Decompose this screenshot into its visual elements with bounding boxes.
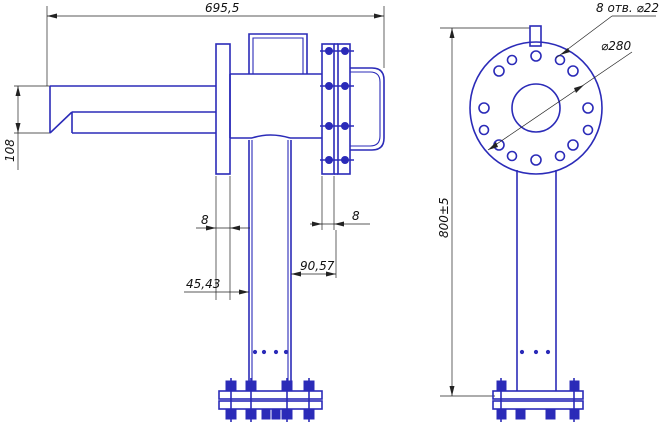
front-bottom-bolt — [545, 408, 556, 420]
dim-gap-left: 8 — [196, 176, 250, 300]
flange-bolt — [320, 47, 354, 55]
dim-holes: 8 отв. ⌀22 — [555, 1, 659, 59]
offset-right-label: 90,57 — [300, 259, 335, 273]
bottom-flange — [218, 378, 323, 422]
vertical-pipe — [248, 140, 292, 382]
dim-flange-diameter: ⌀280 — [487, 39, 633, 151]
dim-overall-length: 695,5 — [46, 1, 385, 86]
flange-bolt — [320, 122, 354, 130]
dim-offset-left: 45,43 — [184, 277, 249, 295]
bottom-bolt — [281, 378, 293, 422]
dim-gap-right: 8 — [310, 176, 370, 230]
gap-left-label: 8 — [201, 213, 209, 227]
dim-overall-height: 800±5 — [437, 27, 530, 397]
horizontal-nozzle — [49, 85, 216, 134]
top-tab — [529, 25, 542, 47]
right-flange — [320, 43, 354, 175]
flange-diameter-label: ⌀280 — [601, 39, 631, 53]
height-left-label: 108 — [3, 139, 17, 162]
bottom-bolt — [225, 378, 237, 422]
bottom-bolt — [303, 378, 315, 422]
holes-label: 8 отв. ⌀22 — [596, 1, 659, 15]
flange-bolt — [320, 156, 354, 164]
flange-bolt — [320, 82, 354, 90]
front-bottom-flange — [492, 378, 584, 422]
overall-length-label: 695,5 — [205, 1, 239, 15]
front-bottom-bolt — [515, 408, 526, 420]
gap-right-label: 8 — [352, 209, 360, 223]
side-handle — [350, 67, 385, 151]
bottom-bolt — [245, 378, 257, 422]
front-view: 800±5 ⌀280 — [437, 1, 659, 422]
front-pipe — [516, 170, 557, 382]
dim-offset-right: 90,57 — [291, 230, 337, 278]
offset-left-label: 45,43 — [186, 277, 220, 291]
overall-height-label: 800±5 — [437, 197, 451, 238]
main-body — [229, 73, 322, 139]
front-flange — [469, 41, 603, 175]
top-handle — [248, 33, 308, 74]
front-bottom-bolt — [496, 378, 507, 422]
dim-height-left: 108 — [3, 85, 50, 170]
front-bottom-bolt — [569, 378, 580, 422]
left-flange — [215, 43, 231, 175]
side-view: 695,5 108 — [3, 1, 385, 422]
